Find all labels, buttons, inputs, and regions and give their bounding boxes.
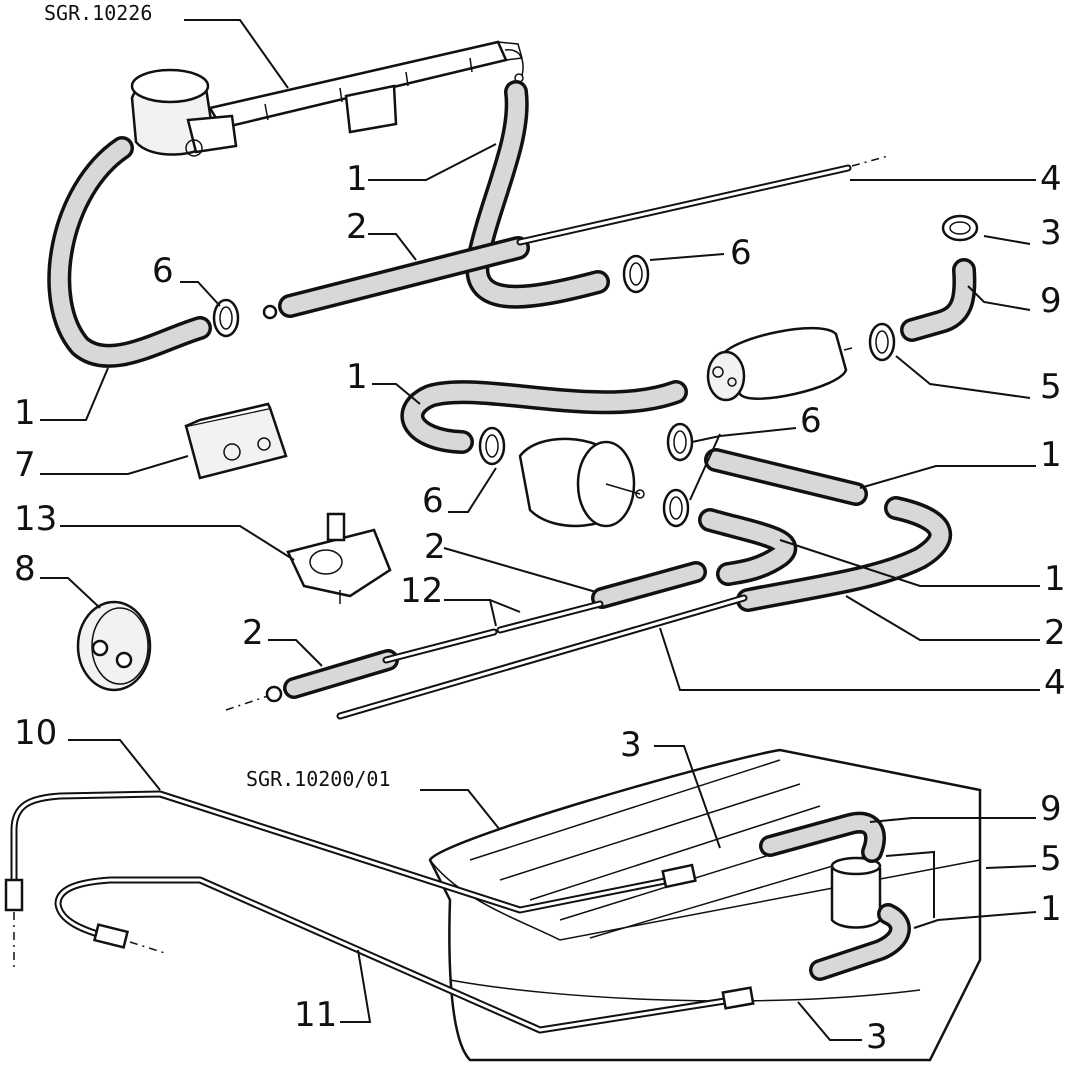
pipe-10 [4,790,697,970]
leader-lines [40,19,1040,1041]
label-3-bottom-clamp: 3 [866,1017,888,1057]
label-4-lower-pipe: 4 [1044,663,1066,703]
hose-2-top [262,236,530,320]
label-12-pipe: 12 [400,571,443,611]
pipe-4-lower [336,594,748,720]
pipe-12 [382,600,604,664]
fuel-rail-assembly [208,40,524,134]
label-2-lower-hose: 2 [242,613,264,653]
label-6-mid-clamp: 6 [422,481,444,521]
label-8-grommet: 8 [14,549,36,589]
label-1-elbow-hose: 1 [1044,559,1066,599]
label-6-right-clamp: 6 [800,401,822,441]
clamp-6-left-icon [212,298,240,338]
clamp-6-right-lower-icon [662,488,690,528]
label-3-tank-clamp: 3 [620,725,642,765]
hose-9-top [900,258,977,342]
centerline-lower [225,695,269,711]
label-13-connector: 13 [14,499,57,539]
pipe-4-top [516,155,889,246]
hose-1-elbow-b [736,496,953,612]
label-1-tank-hose: 1 [1040,889,1062,929]
ref-sgr-10200-01: SGR.10200/01 [246,767,391,791]
clamp-5-top-icon [868,322,896,362]
bracket-7-icon [184,402,288,480]
hose-1-right [704,448,868,506]
label-6-left-clamp: 6 [152,251,174,291]
label-1-right-hose: 1 [1040,435,1062,475]
label-1-mid-hose: 1 [346,357,368,397]
label-5-top-clamp: 5 [1040,367,1062,407]
hose-2-mid [591,561,707,609]
hose-1-elbow-a [698,508,798,586]
label-1-left-hose: 1 [14,393,36,433]
fuel-filter-icon [518,437,645,528]
label-6-top-clamp: 6 [730,233,752,273]
label-7-bracket: 7 [14,445,36,485]
pressure-regulator-icon [117,68,238,157]
pipe-11 [54,876,755,1034]
clamp-6-mid-icon [478,426,506,466]
fuel-pump-icon [706,326,853,402]
label-1-top-hose: 1 [346,159,368,199]
hose-1-middle [400,380,688,454]
label-2-right-hose: 2 [1044,613,1066,653]
label-11-pipe: 11 [294,995,337,1035]
ref-sgr-10226: SGR.10226 [44,1,152,25]
clamp-6-right-upper-icon [666,422,694,462]
clamp-3-top-icon [941,214,979,242]
grommet-8-icon [76,600,152,692]
label-3-top-clamp: 3 [1040,213,1062,253]
connector-13-icon [286,512,392,604]
hose-9-tank [759,811,886,863]
label-4-top-pipe: 4 [1040,159,1062,199]
label-9-tank-hose: 9 [1040,789,1062,829]
label-2-mid-hose: 2 [424,527,446,567]
hose-1-left [47,136,212,368]
hose-1-tank [809,903,911,981]
label-2-top-hose: 2 [346,207,368,247]
label-5-tank-clamp: 5 [1040,839,1062,879]
label-9-top-hose: 9 [1040,281,1062,321]
clamp-6-top-icon [622,254,650,294]
label-10-pipe: 10 [14,713,57,753]
hose-2-lower [265,649,399,703]
